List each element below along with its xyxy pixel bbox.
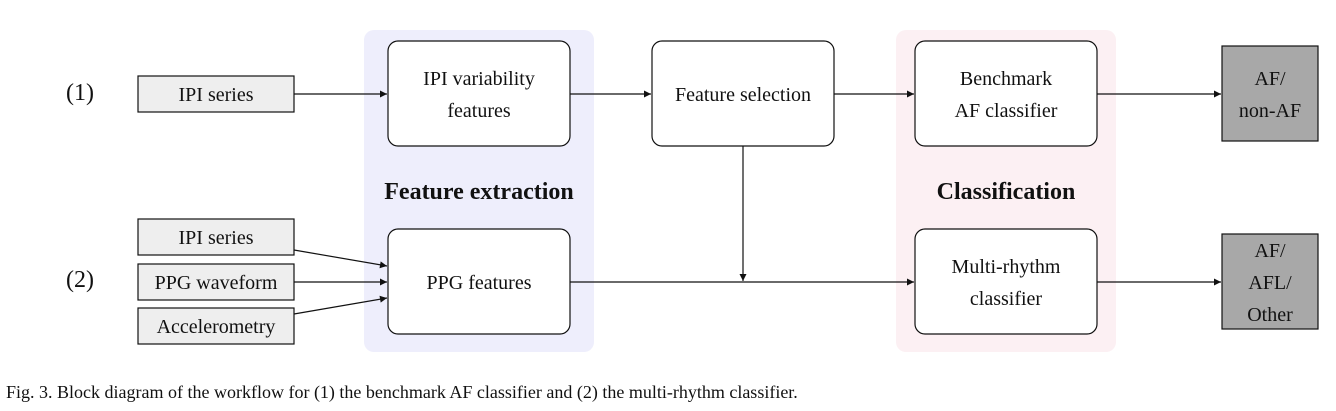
block-multi-rhythm-classifier: Multi-rhythm classifier xyxy=(914,228,1098,335)
feature-selection-label: Feature selection xyxy=(675,84,811,106)
block-benchmark-af-classifier: Benchmark AF classifier xyxy=(914,40,1098,147)
output-row2-line-3: Other xyxy=(1247,304,1293,326)
input-accelerometry: Accelerometry xyxy=(137,307,295,345)
output-row1-line-1: AF/ xyxy=(1254,68,1286,90)
output-row2-af-afl-other: AF/ AFL/ Other xyxy=(1221,233,1319,330)
output-row1-af-non-af: AF/ non-AF xyxy=(1221,45,1319,142)
input-ipi-series-row2: IPI series xyxy=(137,218,295,256)
input-accelerometry-label: Accelerometry xyxy=(157,316,276,338)
input-ppg-waveform-label: PPG waveform xyxy=(155,272,278,294)
arrow-ipi2-to-ppg-features xyxy=(293,249,388,269)
classification-title: Classification xyxy=(937,179,1076,205)
feature-extraction-title: Feature extraction xyxy=(384,179,573,205)
multi-rhythm-line-2: classifier xyxy=(970,288,1043,310)
row-2-label: (2) xyxy=(66,267,94,293)
output-row2-line-1: AF/ xyxy=(1254,240,1286,262)
input-ipi-series-row1-label: IPI series xyxy=(179,84,254,106)
ipi-variability-line-2: features xyxy=(447,100,511,122)
arrow-accelerometry-to-ppg-features xyxy=(293,295,388,315)
ppg-features-label: PPG features xyxy=(427,272,532,294)
block-ipi-variability-features: IPI variability features xyxy=(387,40,571,147)
input-ppg-waveform: PPG waveform xyxy=(137,263,295,301)
benchmark-line-1: Benchmark xyxy=(960,68,1052,90)
ipi-variability-line-1: IPI variability xyxy=(423,68,535,90)
multi-rhythm-line-1: Multi-rhythm xyxy=(952,256,1061,278)
figure-caption: Fig. 3. Block diagram of the workflow fo… xyxy=(6,382,798,402)
input-ipi-series-row2-label: IPI series xyxy=(179,227,254,249)
benchmark-line-2: AF classifier xyxy=(955,100,1058,122)
block-feature-selection: Feature selection xyxy=(651,40,835,147)
block-ppg-features: PPG features xyxy=(387,228,571,335)
output-row2-line-2: AFL/ xyxy=(1248,272,1292,294)
input-ipi-series-row1: IPI series xyxy=(137,75,295,113)
row-1-label: (1) xyxy=(66,80,94,106)
output-row1-line-2: non-AF xyxy=(1239,100,1301,122)
